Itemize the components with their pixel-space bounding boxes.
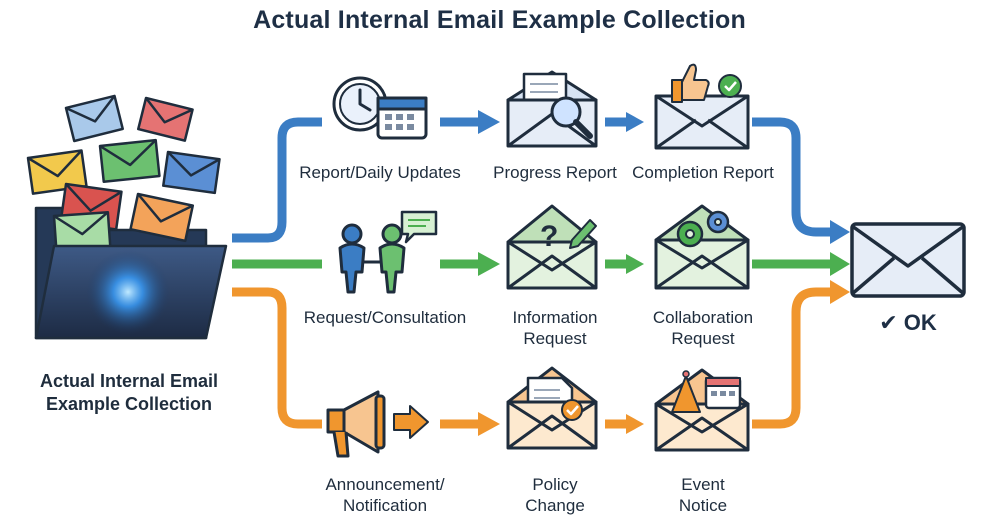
ok-label: ✔ OK bbox=[879, 310, 937, 335]
arrowhead-orange-1 bbox=[478, 412, 500, 436]
label-policy-change: Policy Change bbox=[525, 475, 585, 515]
label-event-notice: Event Notice bbox=[678, 475, 728, 515]
envelope-icon bbox=[850, 222, 966, 298]
envelope-gears-icon bbox=[654, 204, 750, 290]
arrowhead-green-1 bbox=[478, 252, 500, 276]
people-chat-icon bbox=[338, 210, 438, 294]
email-envelopes-pile bbox=[26, 94, 221, 252]
connector-orange-end bbox=[752, 287, 832, 429]
connector-orange-start bbox=[232, 287, 322, 429]
label-progress-report: Progress Report bbox=[493, 163, 617, 182]
envelope-question-icon: ? bbox=[506, 204, 598, 290]
arrowhead-blue-1 bbox=[478, 110, 500, 134]
connector-blue-end bbox=[752, 117, 832, 237]
clock-calendar-icon bbox=[332, 76, 428, 140]
arrowhead-orange-3 bbox=[830, 280, 850, 304]
folder-with-emails-icon bbox=[26, 94, 228, 340]
arrowhead-green-3 bbox=[830, 252, 850, 276]
label-collaboration-request: Collaboration Request bbox=[652, 308, 754, 348]
arrowhead-green-2 bbox=[626, 254, 644, 274]
connector-blue-start bbox=[232, 117, 322, 243]
source-label: Actual Internal Email Example Collection bbox=[39, 371, 219, 414]
arrowhead-blue-3 bbox=[830, 220, 850, 244]
connectors bbox=[232, 117, 832, 429]
label-request-consultation: Request/Consultation bbox=[303, 308, 467, 327]
envelope-document-icon bbox=[506, 366, 598, 450]
envelope-party-calendar-icon bbox=[654, 368, 750, 452]
envelope-magnifier-icon bbox=[506, 70, 598, 148]
arrowhead-blue-2 bbox=[626, 112, 644, 132]
arrowhead-orange-2 bbox=[626, 414, 644, 434]
label-completion-report: Completion Report bbox=[632, 163, 774, 182]
diagram-title: Actual Internal Email Example Collection bbox=[253, 6, 746, 34]
svg-text:?: ? bbox=[540, 220, 558, 253]
label-information-request: Information Request bbox=[512, 308, 598, 348]
envelope-thumbs-up-icon bbox=[654, 63, 750, 150]
arrowheads bbox=[478, 110, 850, 436]
megaphone-icon bbox=[326, 390, 429, 458]
label-announcement-notification: Announcement/ Notification bbox=[325, 475, 445, 515]
label-report-daily-updates: Report/Daily Updates bbox=[299, 163, 461, 182]
